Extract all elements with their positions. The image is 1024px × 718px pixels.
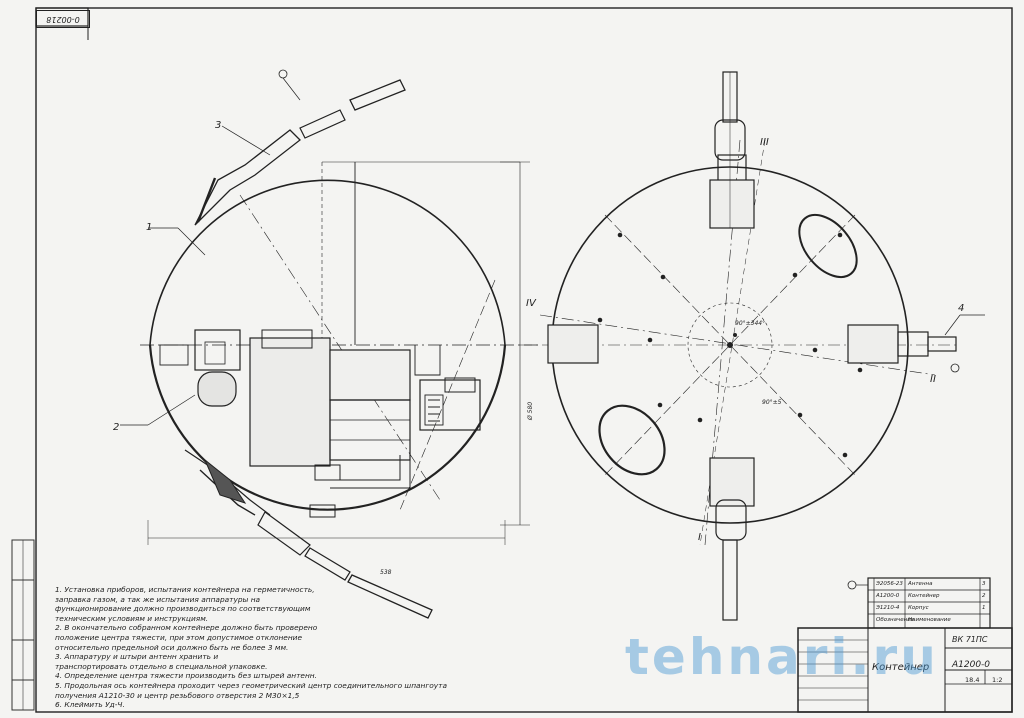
- technical-notes: 1. Установка приборов, испытания контейн…: [55, 585, 448, 710]
- spec-row-code: А1200-0: [876, 593, 900, 599]
- axis-mark-I: I: [698, 532, 701, 543]
- note-line: 5. Продольная ось контейнера проходит че…: [55, 680, 448, 690]
- side-section-view: [120, 69, 540, 619]
- spec-row-code: Э2056-23: [876, 581, 903, 587]
- top-plan-view: [520, 71, 985, 621]
- note-line: техническим условиям и инструкциям.: [55, 613, 209, 623]
- note-line: 1. Установка приборов, испытания контейн…: [55, 585, 315, 594]
- scale-value: 1:2: [992, 676, 1003, 684]
- drawing-stamp-code: 0-00218: [36, 10, 90, 28]
- document-number: А1200-0: [952, 660, 991, 670]
- note-line: получения А1210-30 и центр резьбового от…: [55, 690, 300, 700]
- product-name: Контейнер: [872, 662, 930, 673]
- callout-4: 4: [958, 303, 964, 314]
- spec-row-name: Антенна: [908, 581, 933, 587]
- angle-mark-1: 90°±344°: [735, 320, 765, 327]
- title-block: [797, 577, 1013, 713]
- dimension-width: 538: [380, 569, 392, 576]
- spec-row-pos: 1: [982, 605, 986, 611]
- note-line: 6. Клеймить Уд-Ч.: [55, 700, 125, 710]
- angle-mark-2: 90°±5: [762, 399, 782, 406]
- dimension-height: Ø 580: [527, 402, 534, 421]
- product-code: ВК 71ПС: [952, 635, 988, 644]
- spec-row-pos: 2: [982, 593, 986, 599]
- bolt-holes: [597, 232, 863, 458]
- spec-header-code: Обозначение: [876, 617, 915, 623]
- axis-mark-II: II: [930, 374, 936, 385]
- note-line: 3. Аппаратуру и штыри антенн хранить и: [55, 652, 219, 662]
- axis-mark-III: III: [760, 137, 769, 148]
- spec-row-code: Э1210-4: [876, 605, 900, 611]
- note-line: функционирование должно производиться по…: [55, 604, 311, 614]
- note-line: 4. Определение центра тяжести производит…: [55, 671, 317, 681]
- axis-mark-IV: IV: [526, 298, 537, 309]
- callout-3: 3: [215, 120, 221, 131]
- spec-row-name: Корпус: [908, 605, 929, 611]
- callout-2: 2: [113, 422, 119, 433]
- mass-value: 18.4: [965, 676, 980, 684]
- drawing-frame: [35, 7, 1013, 713]
- note-line: положение центра тяжести, при этом допус…: [55, 632, 303, 642]
- callout-1: 1: [146, 222, 152, 233]
- note-line: относительно предельной оси должно быть …: [55, 642, 289, 652]
- spec-header-name: Наименование: [908, 617, 951, 623]
- spec-row-name: Контейнер: [908, 593, 940, 599]
- note-line: транспортировать отдельно в специальной …: [55, 661, 268, 671]
- note-line: 2. В окончательно собранном контейнере д…: [55, 623, 318, 633]
- spec-row-pos: 3: [982, 581, 986, 587]
- watermark: tehnari.ru: [625, 628, 939, 686]
- note-line: заправка газом, а так же испытания аппар…: [55, 594, 261, 604]
